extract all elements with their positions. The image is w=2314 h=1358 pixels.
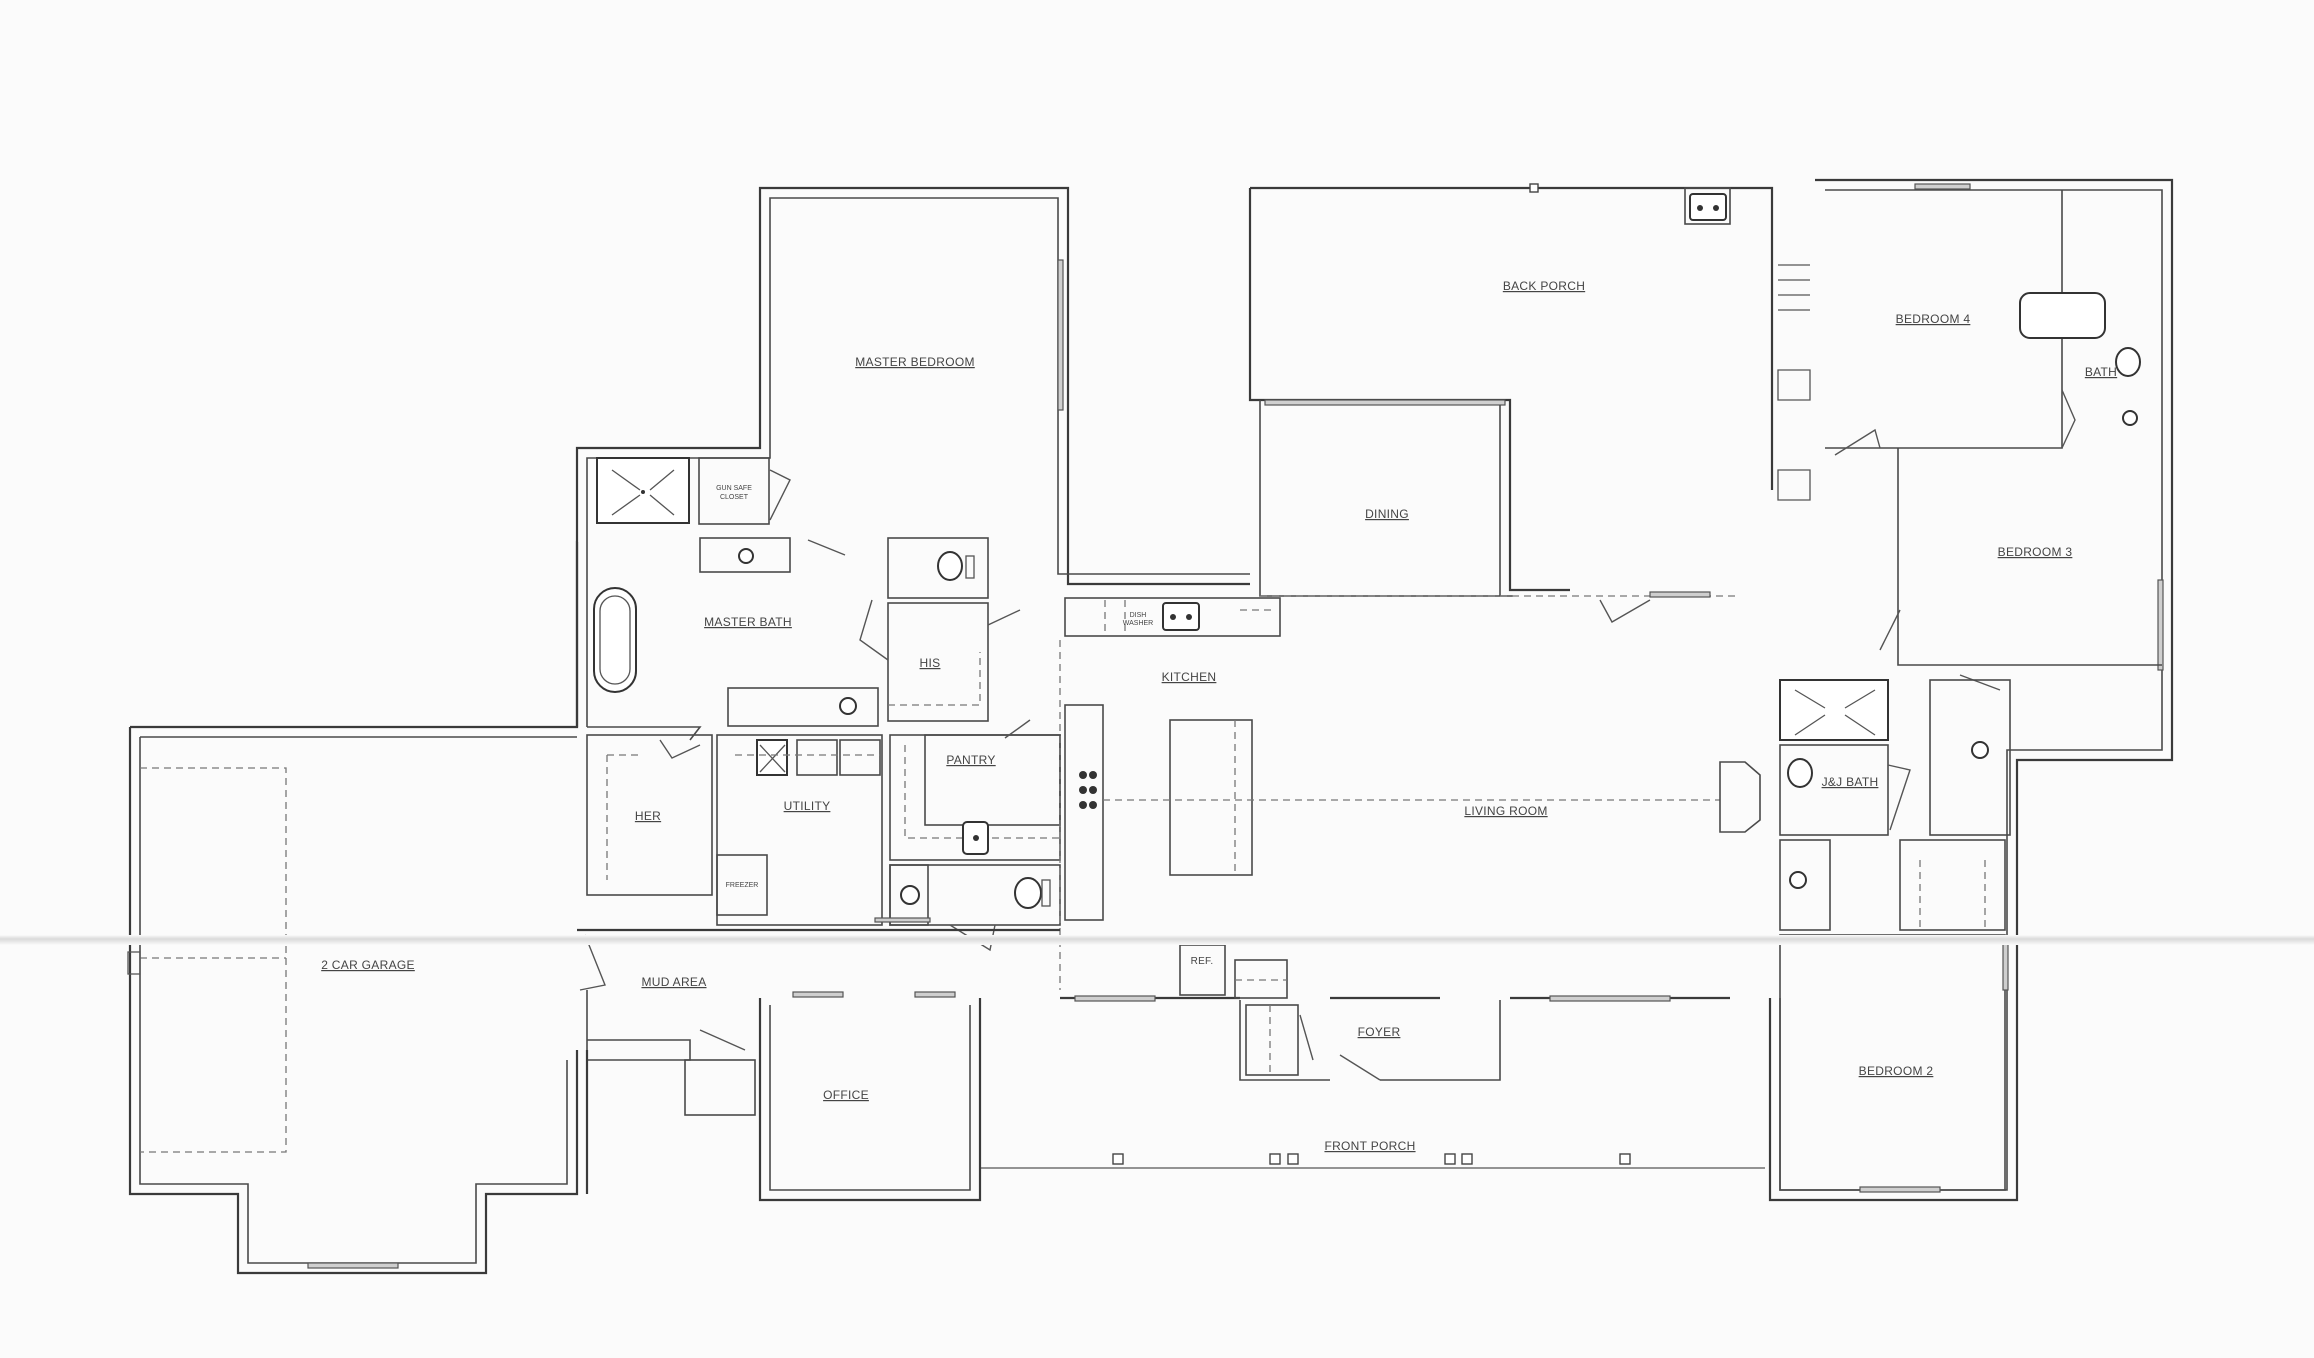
room-label-dining: DINING	[1365, 507, 1409, 521]
room-label-bath: BATH	[2085, 365, 2117, 379]
room-label-office: OFFICE	[823, 1088, 869, 1102]
service-wing-walls	[586, 719, 1061, 952]
room-label-utility: UTILITY	[784, 799, 831, 813]
room-label-bedroom-3: BEDROOM 3	[1998, 545, 2073, 559]
master-suite-walls	[575, 186, 1250, 727]
room-label-foyer: FOYER	[1358, 1025, 1401, 1039]
room-label-pantry: PANTRY	[946, 753, 995, 767]
mud-office-walls	[577, 928, 1060, 1202]
room-label-bedroom-2: BEDROOM 2	[1859, 1064, 1934, 1078]
porch-columns	[1112, 1153, 1631, 1165]
garage-walls	[127, 540, 579, 1275]
room-label-master-bath: MASTER BATH	[704, 615, 792, 629]
room-label-her: HER	[635, 809, 661, 823]
room-label-back-porch: BACK PORCH	[1503, 279, 1585, 293]
room-label-kitchen: KITCHEN	[1162, 670, 1217, 684]
room-label-mud-area: MUD AREA	[641, 975, 706, 989]
gun-safe-label: GUN SAFE	[716, 485, 752, 492]
freezer-label: FREEZER	[726, 882, 759, 889]
room-label-living-room: LIVING ROOM	[1464, 804, 1547, 818]
bedroom-wing-walls	[1768, 178, 2174, 1202]
dishwasher-label-2: WASHER	[1123, 620, 1153, 627]
scan-artifact	[0, 935, 2314, 945]
room-label-garage: 2 CAR GARAGE	[321, 958, 415, 972]
closet-label: CLOSET	[720, 494, 749, 501]
room-label-bedroom-4: BEDROOM 4	[1896, 312, 1971, 326]
room-labels: MASTER BEDROOM BACK PORCH BEDROOM 4 BATH…	[321, 279, 2117, 1153]
room-label-his: HIS	[920, 656, 941, 670]
main-living-walls	[980, 183, 1811, 1169]
dishwasher-label: DISH	[1130, 612, 1147, 619]
room-label-master-bedroom: MASTER BEDROOM	[855, 355, 975, 369]
refrigerator-label: REF.	[1191, 956, 1214, 967]
room-label-front-porch: FRONT PORCH	[1324, 1139, 1415, 1153]
room-label-jj-bath: J&J BATH	[1822, 775, 1879, 789]
fixture-labels: GUN SAFE CLOSET DISH WASHER FREEZER REF.	[716, 485, 1213, 967]
